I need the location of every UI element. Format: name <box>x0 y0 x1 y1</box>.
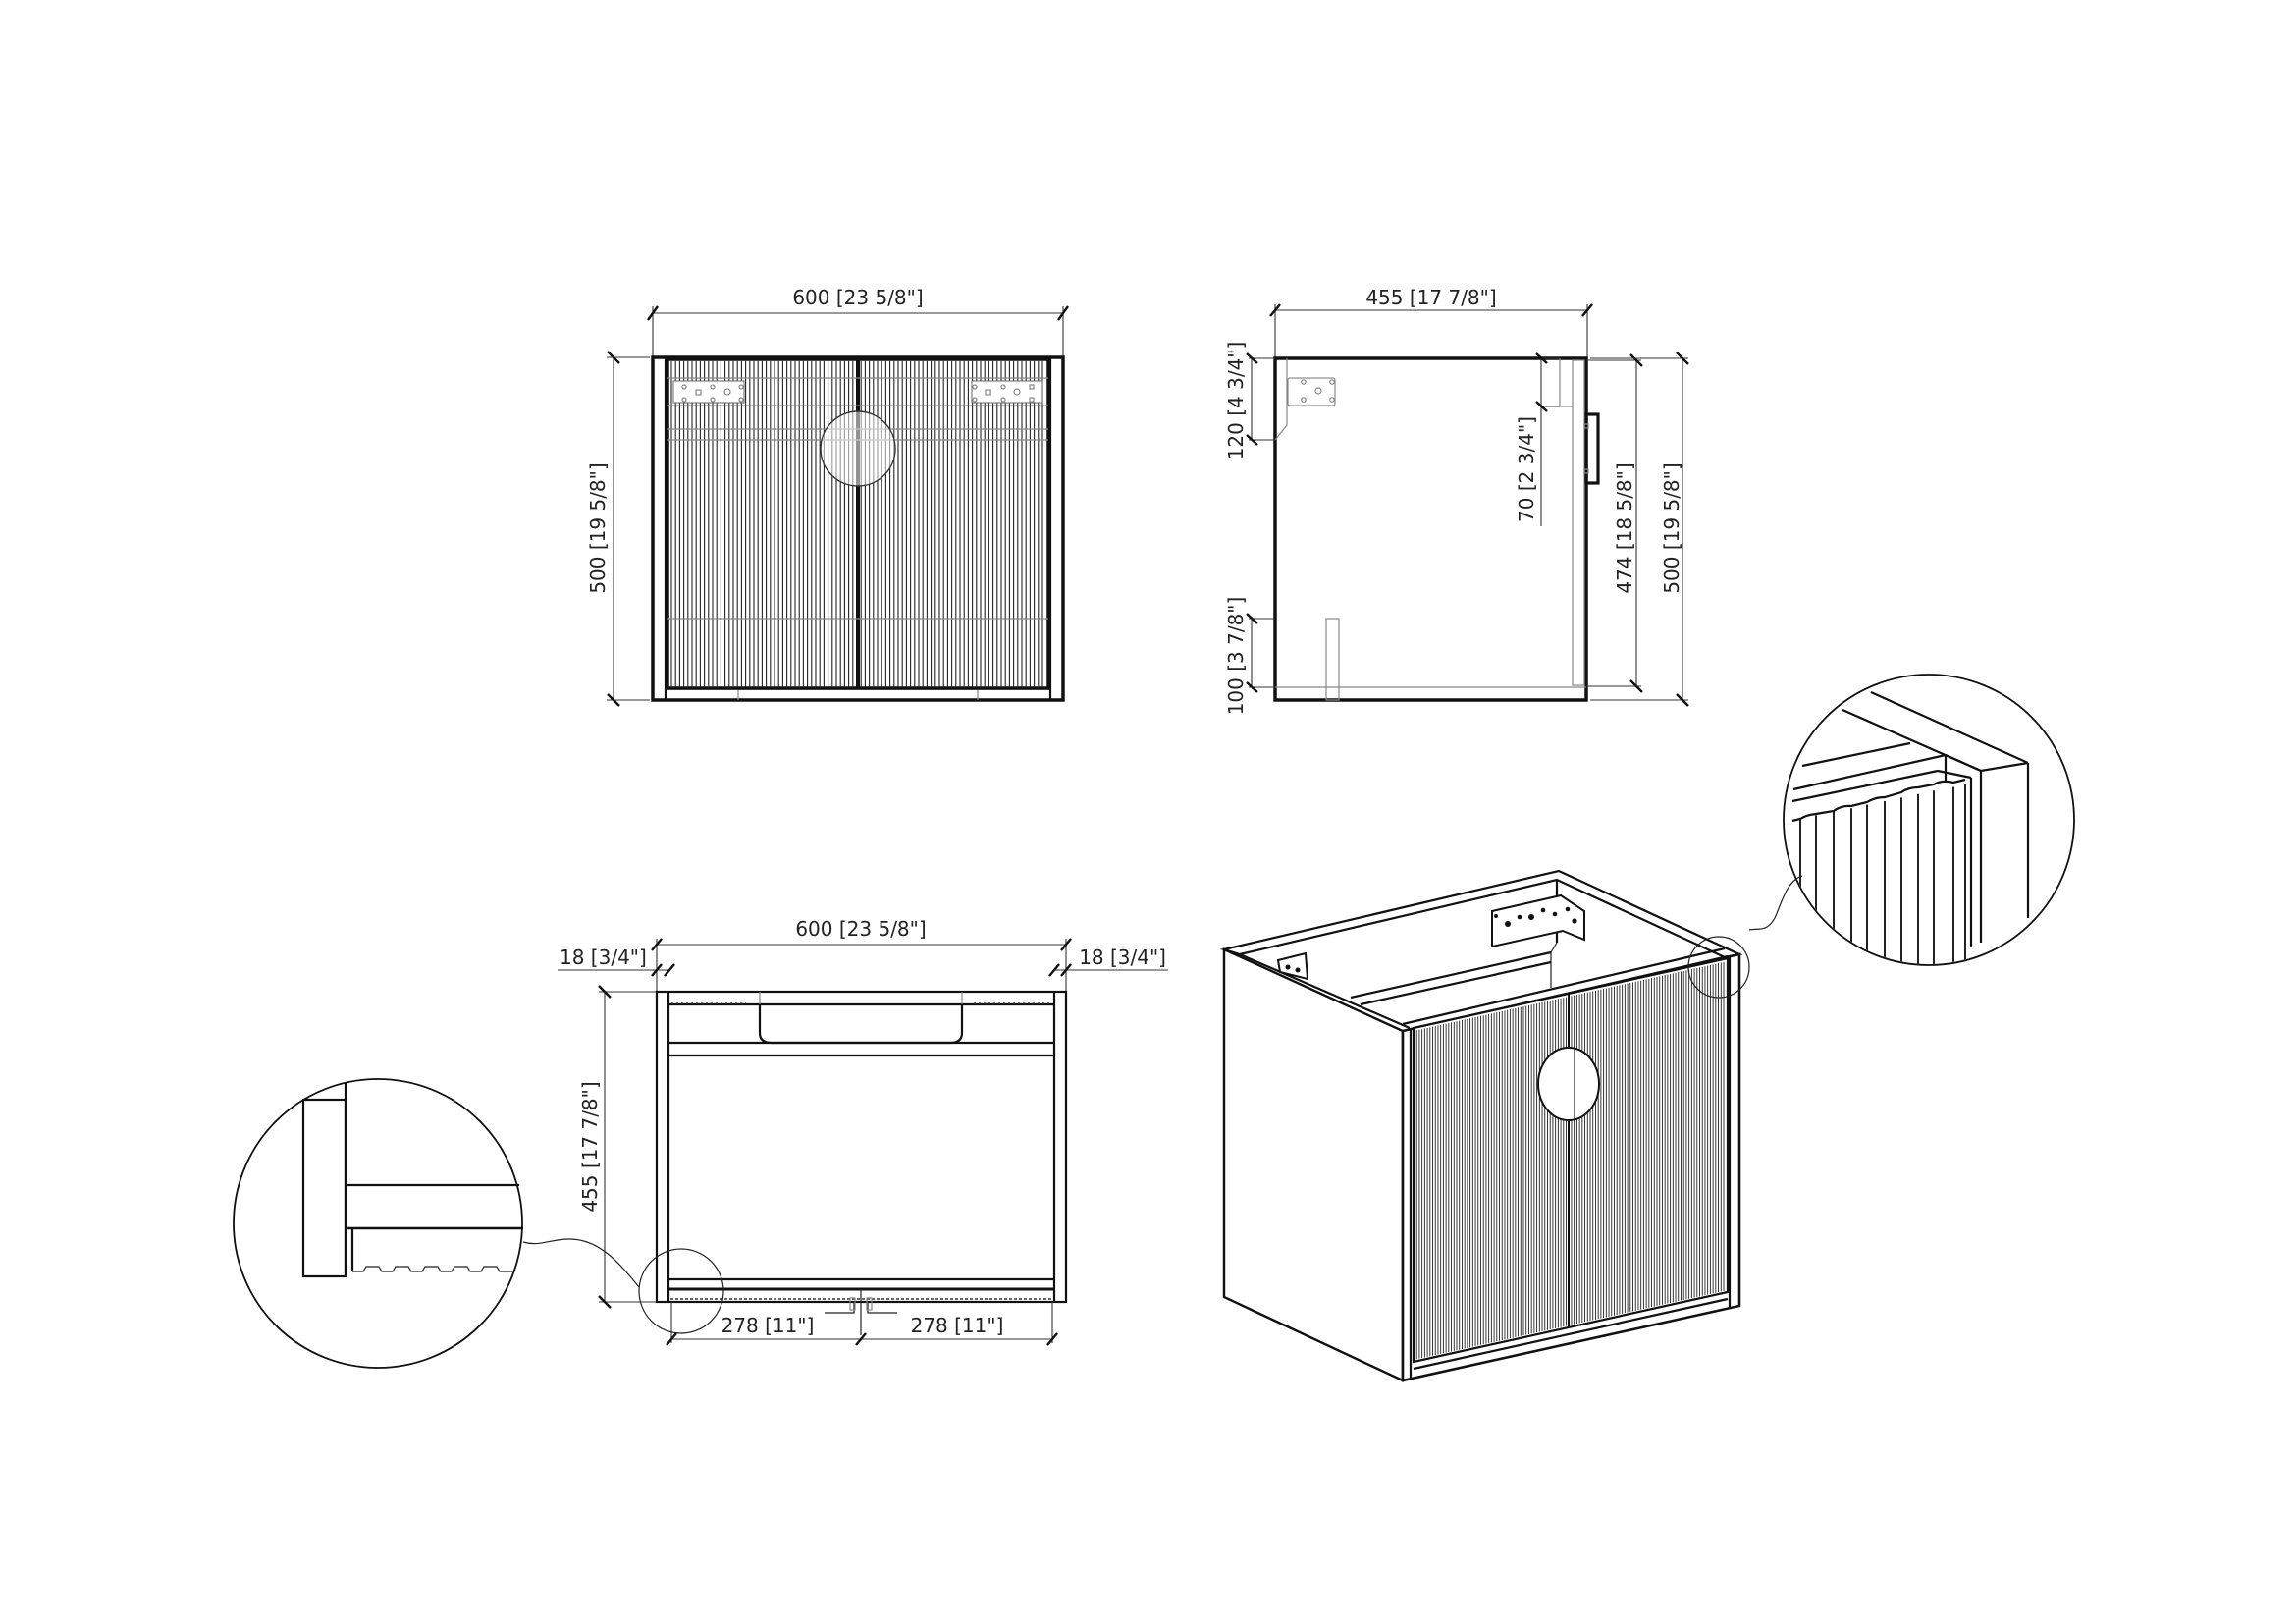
right-detail-callout <box>1748 674 2075 966</box>
side-view: 455 [17 7/8"] 120 [4 3/4"] 100 [3 7/8"] <box>1224 286 1689 716</box>
plan-width-label: 600 [23 5/8"] <box>795 917 926 941</box>
side-depth-label: 455 [17 7/8"] <box>1365 286 1496 309</box>
top-bracket-label: 120 [4 3/4"] <box>1224 342 1248 460</box>
isometric-view <box>1219 869 1750 1382</box>
door-height-label: 474 [18 5/8"] <box>1613 462 1636 593</box>
iso-handle <box>1537 1047 1600 1121</box>
wall-bracket-left <box>672 380 745 404</box>
front-view: 600 [23 5/8"] 500 [19 5/8"] <box>586 286 1069 707</box>
plan-depth-label: 455 [17 7/8"] <box>578 1081 602 1212</box>
iso-door-flutes <box>1415 961 1725 1360</box>
right-door-label: 278 [11"] <box>911 1314 1004 1337</box>
front-width-label: 600 [23 5/8"] <box>792 286 923 309</box>
wall-bracket-right <box>971 380 1043 404</box>
left-panel-label: 18 [3/4"] <box>560 946 647 969</box>
front-height-label: 500 [19 5/8"] <box>586 462 610 593</box>
door-flutes <box>670 361 1043 687</box>
rail-label: 70 [2 3/4"] <box>1515 416 1538 522</box>
handle-cutout <box>820 410 896 487</box>
left-door-label: 278 [11"] <box>721 1314 815 1337</box>
side-height-label: 500 [19 5/8"] <box>1660 462 1683 593</box>
bottom-offset-label: 100 [3 7/8"] <box>1224 597 1248 716</box>
right-panel-label: 18 [3/4"] <box>1079 946 1166 969</box>
plan-view: 600 [23 5/8"] 18 [3/4"] 18 [3/4"] 455 [1… <box>558 917 1168 1346</box>
left-detail-callout <box>233 1078 640 1369</box>
